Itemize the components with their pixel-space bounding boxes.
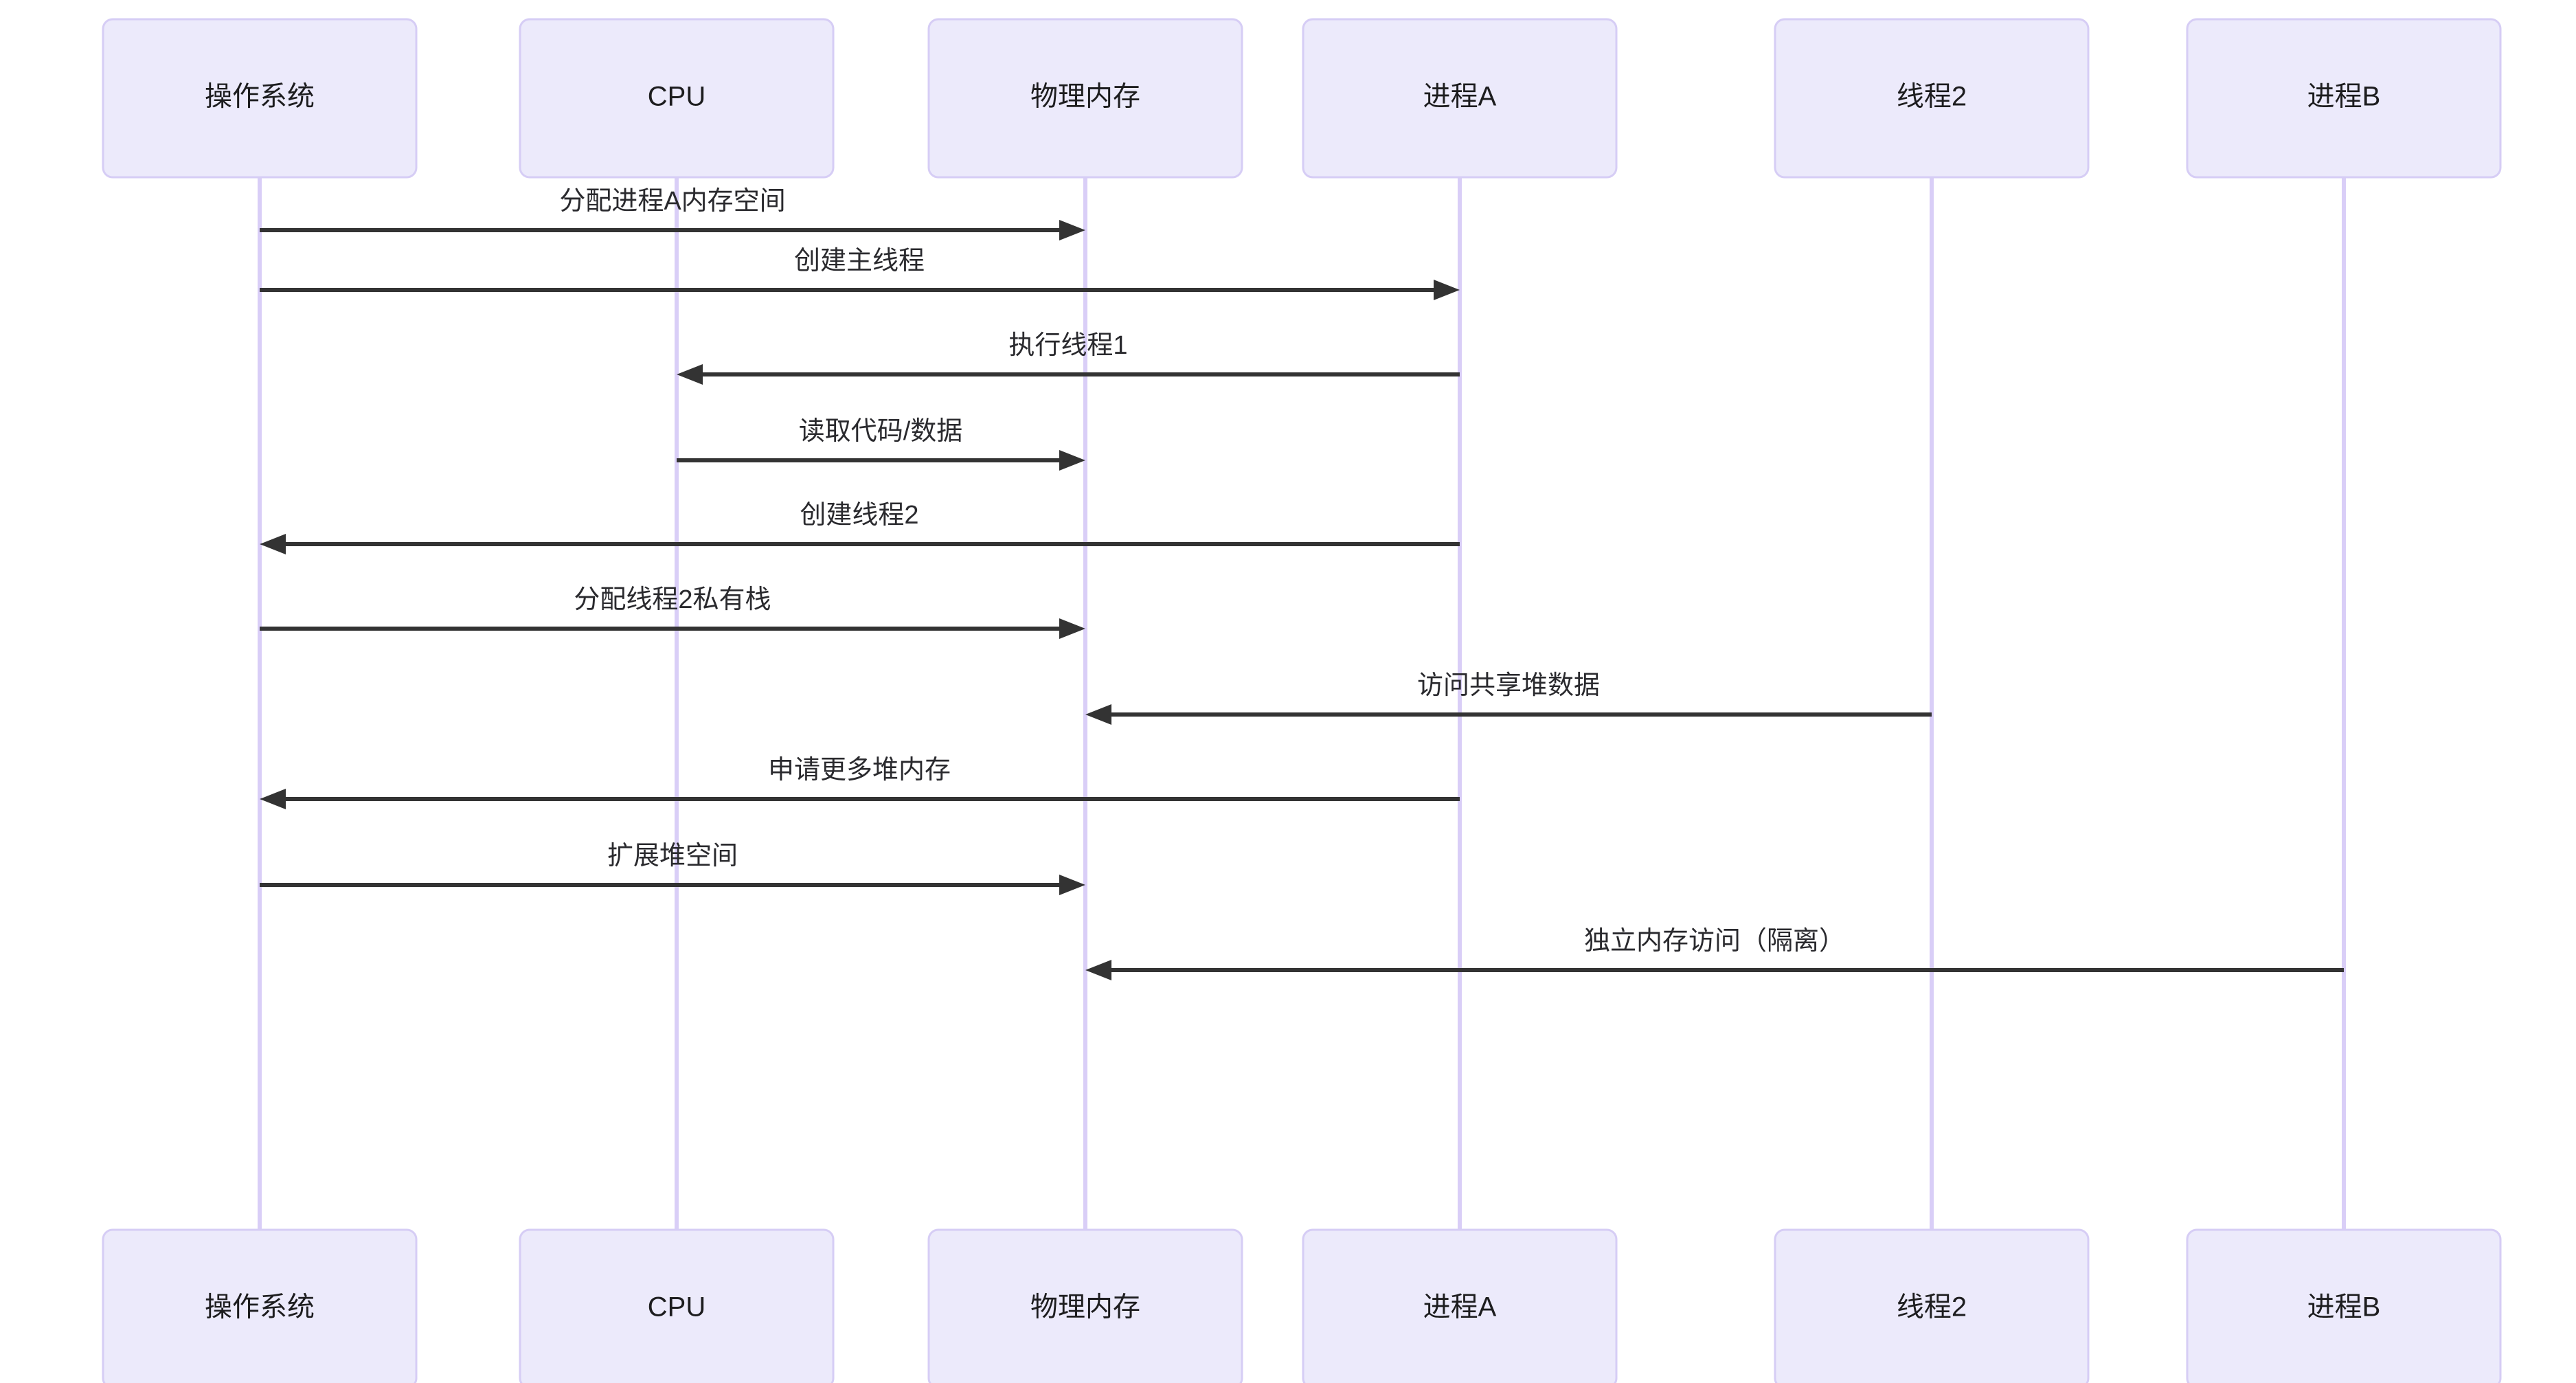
participant-label: 操作系统: [205, 1292, 315, 1323]
message-2-os-to-procA[interactable]: 创建主线程: [260, 247, 1460, 300]
participant-label: 线程2: [1897, 1292, 1967, 1323]
participant-label: 进程B: [2307, 1292, 2381, 1323]
message-label: 分配进程A内存空间: [559, 187, 785, 216]
participant-procA-top[interactable]: 进程A: [1302, 18, 1618, 179]
participants-bottom-layer: 操作系统 CPU 物理内存 进程A 线程2 进程B: [102, 1228, 2502, 1383]
participant-mem-bottom[interactable]: 物理内存: [927, 1228, 1243, 1383]
participant-box-shape: [519, 1228, 835, 1383]
participant-box-shape: [927, 1228, 1243, 1383]
message-3-procA-to-cpu[interactable]: 执行线程1: [677, 331, 1460, 385]
participant-mem-top[interactable]: 物理内存: [927, 18, 1243, 179]
message-label: 创建线程2: [800, 501, 918, 530]
message-arrowhead: [1085, 704, 1111, 725]
participant-box-shape: [1302, 18, 1618, 179]
message-7-thread2-to-mem[interactable]: 访问共享堆数据: [1085, 671, 1932, 725]
participant-box-shape: [519, 18, 835, 179]
participant-os-top[interactable]: 操作系统: [102, 18, 418, 179]
participant-label: CPU: [648, 82, 705, 112]
lifelines-layer: [258, 177, 2346, 1230]
message-label: 执行线程1: [1008, 331, 1127, 360]
participant-procB-top[interactable]: 进程B: [2186, 18, 2502, 179]
participant-label: 物理内存: [1030, 82, 1140, 112]
participant-box-shape: [2186, 18, 2502, 179]
message-label: 分配线程2私有栈: [574, 585, 771, 614]
message-label: 创建主线程: [794, 247, 925, 276]
participant-label: 线程2: [1897, 82, 1967, 112]
participant-procA-bottom[interactable]: 进程A: [1302, 1228, 1618, 1383]
message-arrowhead: [1059, 618, 1085, 639]
message-label: 读取代码/数据: [799, 417, 963, 446]
participants-top-layer: 操作系统 CPU 物理内存 进程A 线程2 进程B: [102, 18, 2502, 179]
participant-label: 操作系统: [205, 82, 315, 112]
message-arrowhead: [677, 364, 703, 385]
message-6-os-to-mem[interactable]: 分配线程2私有栈: [260, 585, 1085, 639]
message-9-os-to-mem[interactable]: 扩展堆空间: [260, 842, 1085, 895]
participant-box-shape: [102, 1228, 418, 1383]
message-8-procA-to-os[interactable]: 申请更多堆内存: [260, 756, 1460, 809]
message-arrowhead: [1059, 220, 1085, 240]
message-label: 扩展堆空间: [607, 842, 738, 870]
message-label: 独立内存访问（隔离）: [1584, 927, 1845, 956]
participant-label: 进程A: [1423, 1292, 1497, 1323]
message-arrowhead: [1085, 960, 1111, 980]
message-label: 申请更多堆内存: [768, 756, 951, 785]
participant-thread2-top[interactable]: 线程2: [1774, 18, 2090, 179]
participant-box-shape: [1774, 18, 2090, 179]
message-arrowhead: [260, 534, 286, 554]
participant-cpu-top[interactable]: CPU: [519, 18, 835, 179]
participant-thread2-bottom[interactable]: 线程2: [1774, 1228, 2090, 1383]
participant-box-shape: [2186, 1228, 2502, 1383]
participant-label: 进程A: [1423, 82, 1497, 112]
participant-box-shape: [1302, 1228, 1618, 1383]
message-1-os-to-mem[interactable]: 分配进程A内存空间: [260, 187, 1085, 240]
message-label: 访问共享堆数据: [1417, 671, 1600, 700]
message-4-cpu-to-mem[interactable]: 读取代码/数据: [677, 417, 1085, 471]
participant-box-shape: [102, 18, 418, 179]
participant-box-shape: [1774, 1228, 2090, 1383]
participant-procB-bottom[interactable]: 进程B: [2186, 1228, 2502, 1383]
message-arrowhead: [1059, 875, 1085, 895]
message-5-procA-to-os[interactable]: 创建线程2: [260, 501, 1460, 554]
participant-cpu-bottom[interactable]: CPU: [519, 1228, 835, 1383]
message-10-procB-to-mem[interactable]: 独立内存访问（隔离）: [1085, 927, 2344, 980]
message-arrowhead: [1434, 280, 1460, 300]
message-arrowhead: [1059, 450, 1085, 471]
participant-label: 物理内存: [1030, 1292, 1140, 1323]
participant-box-shape: [927, 18, 1243, 179]
participant-label: 进程B: [2307, 82, 2381, 112]
message-arrowhead: [260, 789, 286, 809]
participant-label: CPU: [648, 1292, 705, 1323]
participant-os-bottom[interactable]: 操作系统: [102, 1228, 418, 1383]
